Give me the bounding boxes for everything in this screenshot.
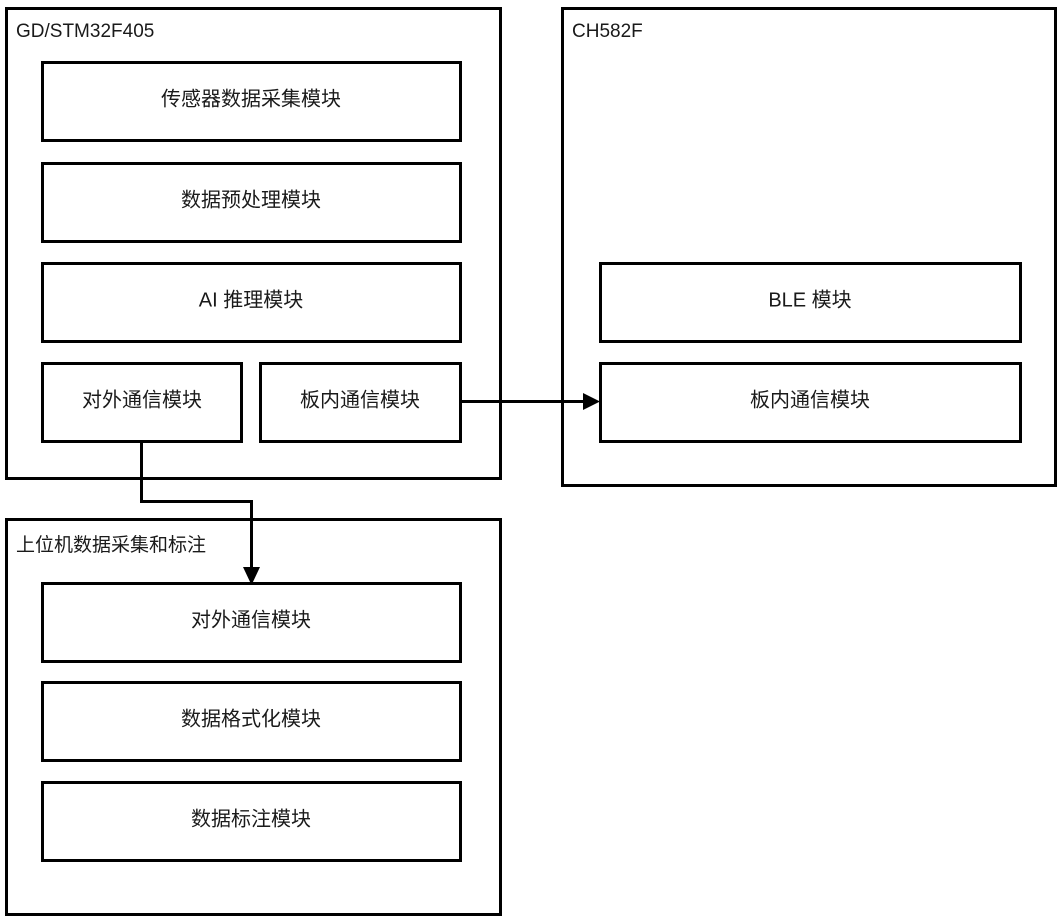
module-board-comm-ble[interactable]: 板内通信模块 — [599, 362, 1022, 443]
module-data-preprocess[interactable]: 数据预处理模块 — [41, 162, 462, 243]
module-ai-inference-border — [41, 262, 462, 343]
module-ble[interactable]: BLE 模块 — [599, 262, 1022, 343]
arrow-head-right-icon — [583, 393, 600, 410]
module-board-comm-mcu-border — [259, 362, 462, 443]
container-mcu-main-label: GD/STM32F405 — [16, 21, 154, 42]
arrow-head-down-icon — [243, 567, 260, 585]
module-data-format-label: 数据格式化模块 — [181, 707, 321, 730]
module-board-comm-mcu-label: 板内通信模块 — [300, 388, 420, 411]
module-sensor-acq-label: 传感器数据采集模块 — [161, 87, 341, 110]
module-sensor-acq-border — [41, 61, 462, 142]
module-ai-inference-label: AI 推理模块 — [199, 288, 303, 311]
module-ext-comm-mcu[interactable]: 对外通信模块 — [41, 362, 243, 443]
module-ext-comm-host-border — [41, 582, 462, 663]
module-data-annotate-label: 数据标注模块 — [191, 807, 311, 830]
connection-board-comm — [461, 393, 600, 410]
module-ai-inference[interactable]: AI 推理模块 — [41, 262, 462, 343]
module-ext-comm-host-label: 对外通信模块 — [191, 608, 311, 631]
container-host-pc[interactable]: 上位机数据采集和标注 对外通信模块 数据格式化模块 数据标注模块 — [5, 518, 502, 916]
module-ext-comm-mcu-label: 对外通信模块 — [82, 388, 202, 411]
module-ble-label: BLE 模块 — [768, 288, 851, 311]
container-host-pc-label: 上位机数据采集和标注 — [16, 534, 206, 556]
module-data-preprocess-border — [41, 162, 462, 243]
container-mcu-main[interactable]: GD/STM32F405 传感器数据采集模块 数据预处理模块 AI 推理模块 对… — [5, 7, 502, 480]
connection-ext-comm-line — [140, 441, 253, 575]
connection-ext-comm — [140, 441, 260, 585]
module-board-comm-ble-label: 板内通信模块 — [750, 388, 870, 411]
module-board-comm-ble-border — [599, 362, 1022, 443]
module-data-annotate-border — [41, 781, 462, 862]
module-ble-border — [599, 262, 1022, 343]
module-board-comm-mcu[interactable]: 板内通信模块 — [259, 362, 462, 443]
container-ble-chip-label: CH582F — [572, 21, 643, 42]
module-data-format-border — [41, 681, 462, 762]
container-ble-chip[interactable]: CH582F BLE 模块 板内通信模块 — [561, 7, 1057, 487]
module-data-preprocess-label: 数据预处理模块 — [181, 188, 321, 211]
module-sensor-acq[interactable]: 传感器数据采集模块 — [41, 61, 462, 142]
module-data-format[interactable]: 数据格式化模块 — [41, 681, 462, 762]
module-ext-comm-host[interactable]: 对外通信模块 — [41, 582, 462, 663]
module-data-annotate[interactable]: 数据标注模块 — [41, 781, 462, 862]
